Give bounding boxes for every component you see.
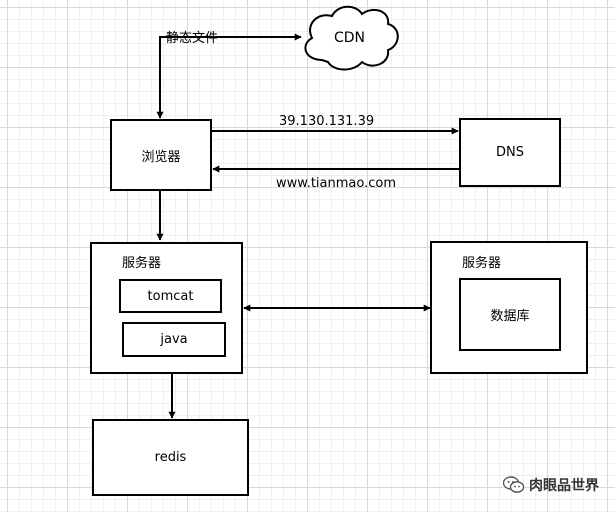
database-server-node: 服务器 数据库	[430, 241, 588, 374]
database-node: 数据库	[459, 278, 561, 351]
database-server-label: 服务器	[462, 256, 502, 271]
watermark: 肉眼品世界	[503, 475, 599, 495]
cdn-label: CDN	[334, 30, 366, 46]
watermark-text: 肉眼品世界	[529, 478, 599, 494]
tomcat-label: tomcat	[147, 288, 194, 304]
dns-label: DNS	[496, 145, 524, 160]
static-files-label: 静态文件	[166, 31, 219, 46]
cdn-cloud-shape	[304, 5, 399, 71]
database-label: 数据库	[490, 309, 530, 324]
java-node: java	[122, 322, 226, 357]
domain-label: www.tianmao.com	[276, 176, 397, 191]
browser-label: 浏览器	[141, 149, 181, 165]
tomcat-node: tomcat	[119, 279, 222, 313]
static-files-connector	[156, 33, 302, 119]
wechat-icon	[503, 476, 525, 493]
redis-label: redis	[154, 450, 187, 465]
browser-node: 浏览器	[110, 119, 212, 191]
app-server-node: 服务器 tomcat java	[90, 242, 243, 374]
redis-node: redis	[92, 419, 249, 496]
app-server-label: 服务器	[122, 256, 162, 271]
ip-address-label: 39.130.131.39	[279, 114, 375, 129]
dns-node: DNS	[459, 118, 561, 187]
java-label: java	[160, 332, 188, 347]
